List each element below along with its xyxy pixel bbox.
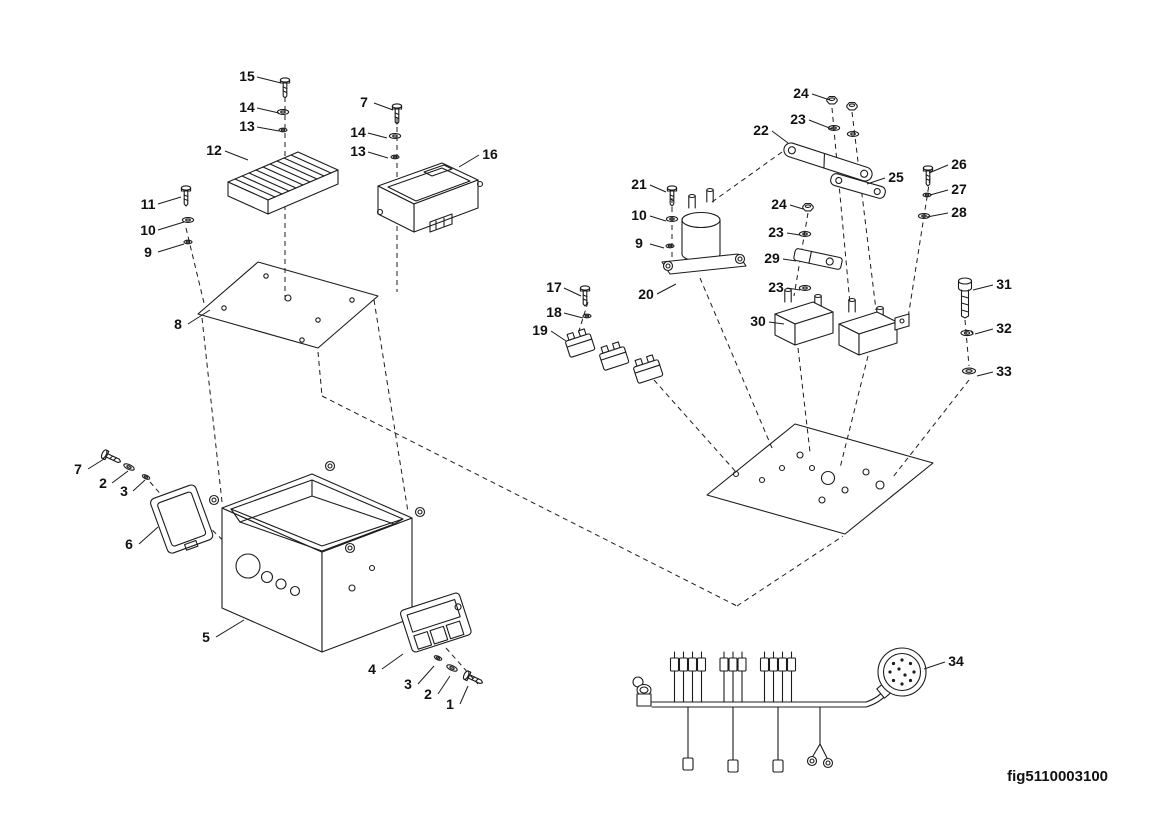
washer-13b: [390, 154, 400, 160]
callout-27: 27: [951, 181, 967, 197]
washer-3b: [433, 654, 443, 662]
callout-10-b: 10: [631, 207, 647, 223]
washer-10a: [181, 217, 195, 223]
callout-29: 29: [764, 250, 780, 266]
screw-26: [922, 165, 934, 187]
washer-32: [960, 329, 974, 337]
bolt-31: [957, 277, 973, 319]
callout-12: 12: [206, 142, 222, 158]
relay-module-4: [400, 592, 472, 653]
screw-15: [279, 77, 291, 99]
washer-18: [582, 313, 592, 319]
callout-23-a: 23: [790, 111, 806, 127]
callout-5: 5: [202, 629, 210, 645]
callout-23-b: 23: [768, 224, 784, 240]
callout-3-a: 3: [120, 483, 128, 499]
washer-33: [961, 367, 977, 375]
screw-11: [180, 185, 192, 207]
screw-17: [579, 285, 591, 307]
callout-7-b: 7: [74, 461, 82, 477]
callout-28: 28: [951, 204, 967, 220]
callout-18: 18: [546, 304, 562, 320]
washer-14a: [276, 109, 290, 115]
callout-20: 20: [638, 286, 654, 302]
callout-3-b: 3: [404, 676, 412, 692]
callout-1: 1: [446, 696, 454, 712]
screw-1: [461, 669, 485, 688]
callout-15: 15: [239, 68, 255, 84]
side-module-6: [150, 484, 214, 554]
callout-9-b: 9: [635, 235, 643, 251]
callout-10-a: 10: [140, 222, 156, 238]
callout-4: 4: [368, 661, 376, 677]
washer-9b: [665, 243, 675, 249]
callout-26: 26: [951, 156, 967, 172]
washer-9a: [183, 239, 193, 245]
callout-30: 30: [750, 313, 766, 329]
callout-13-b: 13: [350, 143, 366, 159]
left-mounting-plate: [197, 261, 379, 349]
washer-14b: [388, 133, 402, 139]
callout-8: 8: [174, 316, 182, 332]
contactor-20: [661, 187, 747, 275]
figure-id: fig5110003100: [1007, 768, 1108, 785]
washer-3a: [141, 473, 151, 481]
busbar-22: [783, 142, 873, 182]
callout-7-a: 7: [360, 94, 368, 110]
callout-25: 25: [888, 169, 904, 185]
strap-25: [830, 173, 886, 199]
callout-24-a: 24: [793, 85, 809, 101]
washer-13a: [278, 127, 288, 133]
enclosure-box-5: [208, 460, 426, 653]
callout-24-b: 24: [771, 196, 787, 212]
callout-9-a: 9: [144, 244, 152, 260]
wire-harness-34: [632, 647, 927, 773]
washer-2a: [122, 461, 136, 473]
callout-11: 11: [141, 196, 156, 212]
callout-32: 32: [996, 320, 1012, 336]
callout-14-a: 14: [239, 99, 255, 115]
nut-24a: [826, 96, 858, 111]
washer-23c: [798, 285, 812, 291]
callout-14-b: 14: [350, 124, 366, 140]
nut-24b: [802, 203, 814, 212]
callout-2-a: 2: [99, 475, 107, 491]
fuses-19: [565, 328, 664, 384]
callout-33: 33: [996, 363, 1012, 379]
controller-heatsink-12: [227, 151, 339, 215]
callout-22: 22: [753, 122, 769, 138]
callout-numbers: 15 14 13 12 7 14 13 16 11 10 9 8 7 2 3 6…: [74, 68, 1012, 712]
callout-21: 21: [631, 176, 647, 192]
bracket-29: [793, 248, 843, 270]
callout-16: 16: [482, 146, 498, 162]
washer-27: [922, 192, 932, 198]
callout-19: 19: [532, 322, 548, 338]
callout-23-c: 23: [768, 279, 784, 295]
screw-7b: [99, 448, 123, 467]
washer-2b: [445, 662, 459, 674]
fuse-holder-30: [774, 287, 910, 356]
controller-box-16: [376, 162, 484, 233]
callout-leader-lines: [87, 76, 994, 705]
callout-34: 34: [948, 653, 964, 669]
right-mounting-plate: [706, 423, 934, 535]
callout-13-a: 13: [239, 118, 255, 134]
callout-17: 17: [546, 279, 562, 295]
callout-2-b: 2: [424, 686, 432, 702]
callout-31: 31: [996, 276, 1012, 292]
callout-6: 6: [125, 536, 133, 552]
